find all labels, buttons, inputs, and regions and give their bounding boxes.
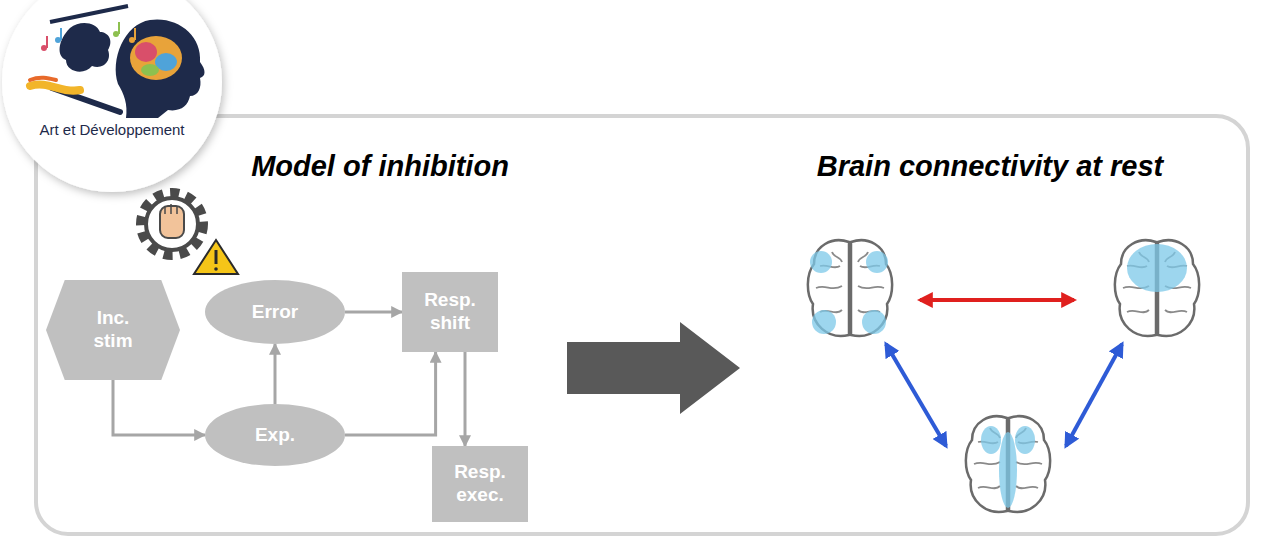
process-ellipse: Error (205, 280, 345, 344)
process-box: Resp. exec. (432, 446, 528, 522)
connector-arrow (345, 311, 402, 314)
node-text: Exp. (255, 424, 295, 447)
inhibition-icon (141, 193, 238, 274)
connector-arrow (113, 380, 205, 435)
logo-text: Art et Développement (39, 121, 184, 138)
brain-icon (1115, 240, 1199, 336)
section-title: Model of inhibition (251, 150, 509, 183)
connector-arrow (345, 352, 436, 435)
connectivity-arrow (1066, 344, 1122, 446)
node-text: Error (252, 301, 298, 324)
logo (2, 0, 222, 192)
connectivity-arrow (920, 298, 1074, 302)
brain-icon (966, 416, 1050, 512)
node-text: Resp. exec. (454, 461, 506, 507)
section-title: Brain connectivity at rest (817, 150, 1164, 183)
node-text: Resp. shift (424, 289, 476, 335)
connector-arrow (274, 344, 277, 404)
stimulus-hexagon: Inc. stim (46, 280, 180, 380)
brain-icon (808, 240, 892, 336)
connector-arrow (464, 352, 467, 446)
process-box: Resp. shift (402, 272, 498, 352)
process-ellipse: Exp. (205, 404, 345, 466)
connectivity-arrow (886, 344, 946, 446)
panel-frame (36, 116, 1248, 534)
big-arrow (567, 322, 740, 414)
node-text: Inc. stim (93, 307, 132, 353)
